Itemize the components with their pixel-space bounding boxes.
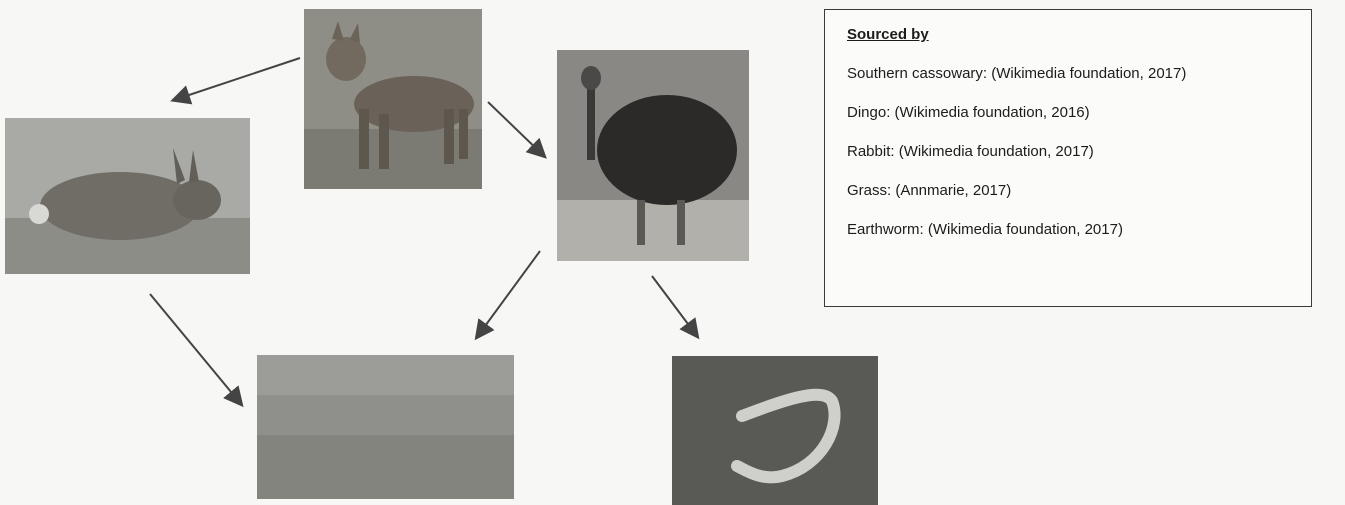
earthworm-photo — [672, 356, 878, 505]
sources-title: Sourced by — [847, 26, 1289, 43]
arrow-cassowary-to-earthworm — [652, 276, 697, 336]
rabbit-image — [5, 118, 250, 274]
arrow-dingo-to-cassowary — [488, 102, 544, 156]
arrow-dingo-to-rabbit — [174, 58, 300, 100]
grass-image — [257, 355, 514, 499]
source-item-earthworm: Earthworm: (Wikimedia foundation, 2017) — [847, 221, 1289, 239]
dingo-image — [304, 9, 482, 189]
earthworm-image — [672, 356, 878, 505]
cassowary-photo — [557, 50, 749, 261]
arrow-rabbit-to-grass — [150, 294, 241, 404]
source-item-rabbit: Rabbit: (Wikimedia foundation, 2017) — [847, 143, 1289, 161]
sources-box: Sourced by Southern cassowary: (Wikimedi… — [824, 9, 1312, 307]
source-item-grass: Grass: (Annmarie, 2017) — [847, 182, 1289, 200]
grass-photo — [257, 355, 514, 499]
arrow-cassowary-to-grass — [477, 251, 540, 337]
cassowary-image — [557, 50, 749, 261]
source-item-dingo: Dingo: (Wikimedia foundation, 2016) — [847, 104, 1289, 122]
rabbit-photo — [5, 118, 250, 274]
sources-list: Southern cassowary: (Wikimedia foundatio… — [847, 65, 1289, 239]
dingo-photo — [304, 9, 482, 189]
source-item-cassowary: Southern cassowary: (Wikimedia foundatio… — [847, 65, 1289, 83]
